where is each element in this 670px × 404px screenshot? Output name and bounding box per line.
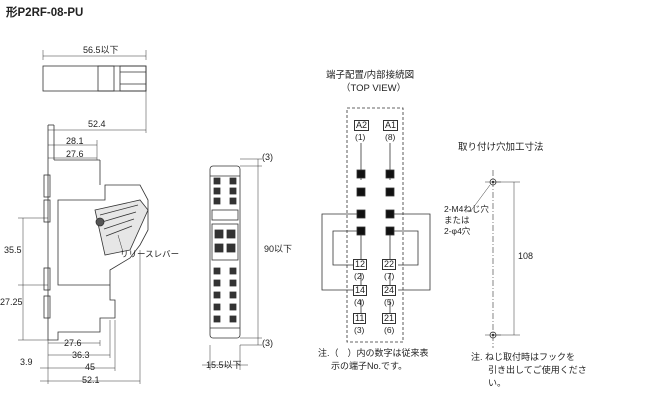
- terminal-label: A2: [354, 120, 370, 131]
- wiring-subtitle: （TOP VIEW）: [341, 83, 407, 94]
- mounting-title: 取り付け穴加工寸法: [458, 142, 544, 153]
- terminal-number: (1): [355, 132, 366, 142]
- dim-27-6-top: 27.6: [66, 149, 84, 159]
- release-lever-label: リリースレバー: [120, 249, 180, 259]
- mounting-note-line3: い。: [488, 378, 507, 388]
- dim-top-width: 56.5以下: [83, 45, 119, 55]
- front-view-outline: [202, 158, 262, 370]
- terminal-number: (7): [384, 271, 395, 281]
- front-bottom-note: (3): [262, 338, 273, 348]
- terminal-number: (8): [385, 132, 396, 142]
- terminal-label: A1: [383, 120, 399, 131]
- wiring-note-line2: 示の端子No.です。: [331, 361, 408, 371]
- side-view-top-outline: [42, 50, 147, 92]
- dim-35-5: 35.5: [4, 245, 22, 255]
- mounting-dimension: 108: [518, 251, 534, 261]
- wiring-title: 端子配置/内部接続図: [326, 70, 415, 81]
- terminal-number: (5): [384, 297, 395, 307]
- mounting-diagram: [469, 170, 520, 348]
- dim-36-3: 36.3: [72, 350, 90, 360]
- dim-27-6-bot: 27.6: [64, 338, 82, 348]
- terminal-label: 14: [353, 285, 368, 296]
- dim-27-25: 27.25: [0, 297, 23, 307]
- terminal-label: 24: [382, 285, 397, 296]
- terminal-label: 11: [353, 313, 367, 324]
- terminal-number: (6): [384, 325, 395, 335]
- terminal-number: (2): [354, 271, 365, 281]
- hole-spec-line2: または: [444, 215, 470, 225]
- front-width: 15.5以下: [206, 360, 242, 370]
- mounting-note-line1: 注. ねじ取付時はフックを: [471, 352, 576, 362]
- dim-3-9: 3.9: [20, 357, 33, 367]
- front-height: 90以下: [264, 244, 293, 254]
- dim-52-4: 52.4: [88, 119, 106, 129]
- terminal-number: (4): [354, 297, 365, 307]
- terminal-label: 22: [382, 259, 397, 270]
- terminal-label: 12: [353, 259, 368, 270]
- side-view-outline: [18, 90, 149, 384]
- hole-spec-line1: 2-M4ねじ穴: [444, 204, 489, 214]
- mounting-note-line2: 引き出してご使用くださ: [488, 365, 587, 375]
- dim-45: 45: [85, 362, 96, 372]
- front-top-note: (3): [262, 152, 273, 162]
- dim-52-1: 52.1: [82, 375, 100, 385]
- wiring-diagram: [321, 107, 431, 343]
- dim-28-1: 28.1: [66, 136, 84, 146]
- terminal-number: (3): [354, 325, 365, 335]
- page-title: 形P2RF-08-PU: [6, 7, 84, 19]
- terminal-label: 21: [382, 313, 397, 324]
- wiring-note-line1: 注.（ ）内の数字は従来表: [318, 348, 429, 358]
- hole-spec-line3: 2-φ4穴: [444, 226, 471, 236]
